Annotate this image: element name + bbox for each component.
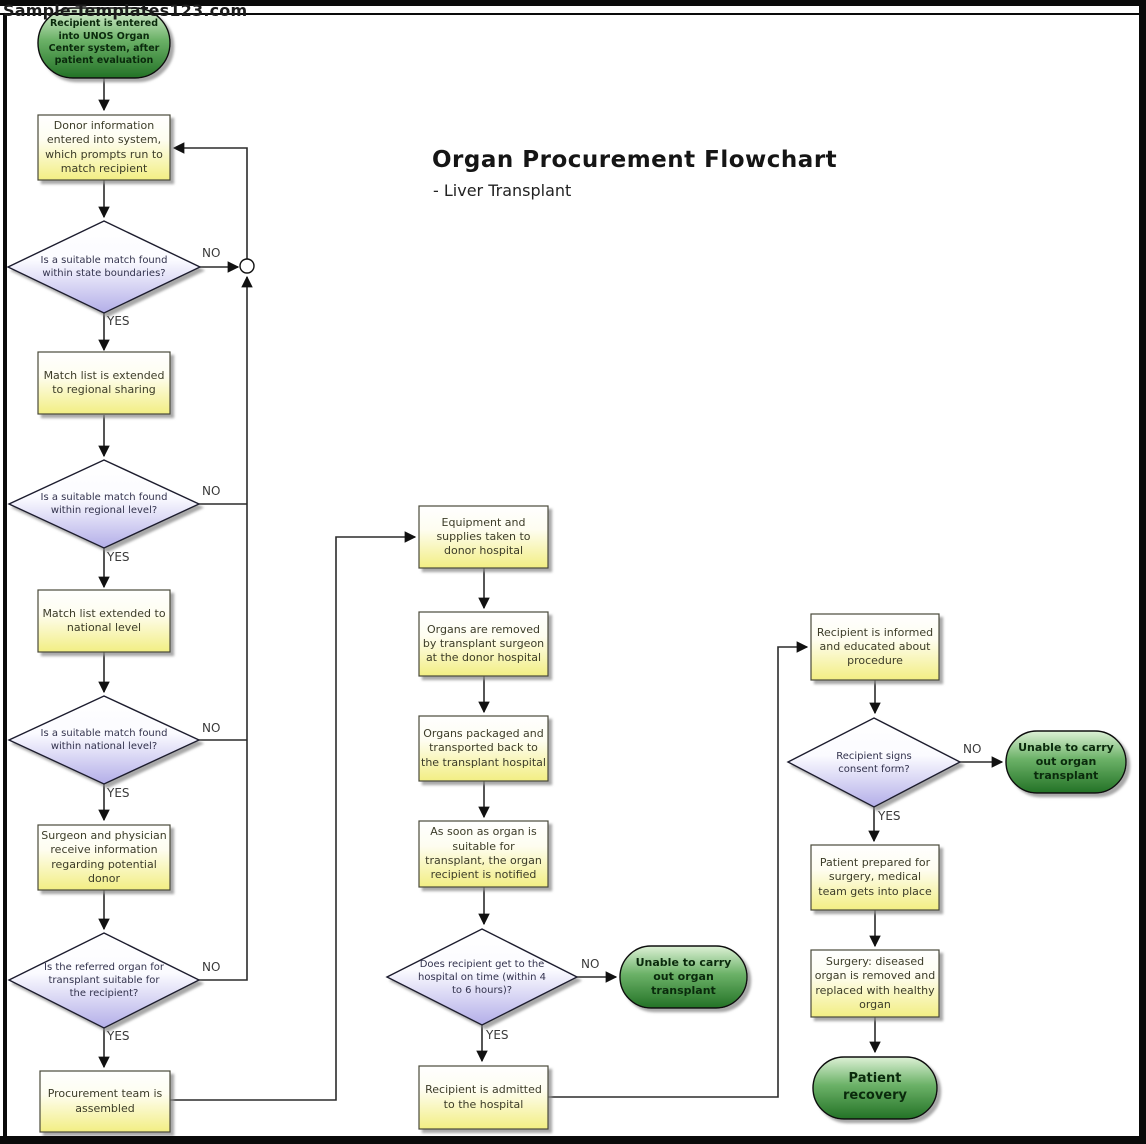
frame-left: [3, 13, 7, 1136]
recovery-shape: [812, 1056, 938, 1120]
start-node-shape: [37, 7, 171, 79]
unable-mid-shape: [619, 945, 748, 1009]
decision-state: Is a suitable match found within state b…: [40, 255, 168, 279]
node-recovery: Patient recovery: [842, 1071, 908, 1103]
label-yes-state: YES: [107, 314, 130, 328]
surgery-shape: [810, 949, 940, 1018]
packaged-shape: [418, 715, 549, 782]
node-equipment: Equipment and supplies taken to donor ho…: [436, 515, 531, 558]
node-donor-info: Donor information entered into system, w…: [45, 118, 163, 175]
page-title: Organ Procurement Flowchart: [432, 147, 838, 173]
regional-shape: [37, 351, 171, 415]
node-national: Match list extended to national level: [42, 606, 166, 634]
frame-top-inner-line: [0, 13, 1146, 15]
watermark-text: Sample-Templates123.com: [3, 1, 248, 20]
decision-organ: Is the referred organ for transplant sui…: [44, 962, 164, 999]
node-removed: Organs are removed by transplant surgeon…: [422, 622, 545, 665]
node-surgeon: Surgeon and physician receive informatio…: [41, 828, 167, 885]
edge-to-informed: [548, 641, 809, 1098]
decision-consent: Recipient signs consent form?: [836, 750, 912, 775]
label-yes-regional: YES: [107, 550, 130, 564]
unable-right-shape: [1005, 730, 1127, 794]
node-admitted: Recipient is admitted to the hospital: [425, 1083, 542, 1111]
label-no-regional: NO: [202, 484, 221, 498]
connectors: [98, 78, 1004, 1101]
node-unable-mid: Unable to carry out organ transplant: [635, 955, 732, 998]
junction-circle: [239, 258, 255, 274]
node-prepared: Patient prepared for surgery, medical te…: [818, 856, 932, 898]
frame-top: [0, 0, 1146, 6]
notified-shape: [418, 820, 549, 888]
surgeon-shape: [37, 824, 171, 891]
label-no-national: NO: [202, 721, 221, 735]
decision-state-shape: [6, 220, 202, 314]
decision-organ-shape: [7, 932, 201, 1029]
decision-time-shape: [385, 928, 579, 1026]
donor-info-shape: [37, 114, 171, 181]
label-yes-organ: YES: [107, 1029, 130, 1043]
equipment-shape: [418, 505, 549, 569]
decision-consent-shape: [786, 717, 962, 808]
label-yes-time: YES: [486, 1028, 509, 1042]
page-subtitle: - Liver Transplant: [433, 181, 572, 200]
node-regional: Match list is extended to regional shari…: [43, 368, 165, 396]
decision-national: Is a suitable match found within nationa…: [40, 728, 168, 752]
label-no-time: NO: [581, 957, 600, 971]
label-no-state: NO: [202, 246, 221, 260]
node-procurement: Procurement team is assembled: [47, 1087, 163, 1115]
admitted-shape: [418, 1065, 549, 1130]
node-surgery: Surgery: diseased organ is removed and r…: [814, 954, 936, 1011]
frame-bottom: [0, 1136, 1146, 1144]
procurement-shape: [39, 1070, 171, 1133]
decision-regional: Is a suitable match found within regiona…: [40, 492, 168, 516]
label-no-consent: NO: [963, 742, 982, 756]
edge-loop-back: [172, 142, 248, 259]
node-unable-right: Unable to carry out organ transplant: [1018, 740, 1114, 783]
edge-to-equipment: [170, 531, 417, 1101]
removed-shape: [418, 611, 549, 677]
node-start: Recipient is entered into UNOS Organ Cen…: [48, 18, 160, 67]
node-notified: As soon as organ is suitable for transpl…: [425, 825, 542, 882]
edge-no-organ-merge: [199, 275, 253, 981]
decision-national-shape: [7, 695, 201, 785]
national-shape: [37, 589, 171, 653]
label-yes-consent: YES: [878, 809, 901, 823]
decision-time: Does recipient get to the hospital on ti…: [418, 958, 546, 996]
frame-right: [1139, 0, 1146, 1144]
prepared-shape: [810, 844, 940, 911]
decision-regional-shape: [7, 459, 201, 549]
label-yes-national: YES: [107, 786, 130, 800]
informed-shape: [810, 613, 940, 681]
node-informed: Recipient is informed and educated about…: [816, 625, 934, 668]
node-packaged: Organs packaged and transported back to …: [421, 727, 546, 769]
label-no-organ: NO: [202, 960, 221, 974]
